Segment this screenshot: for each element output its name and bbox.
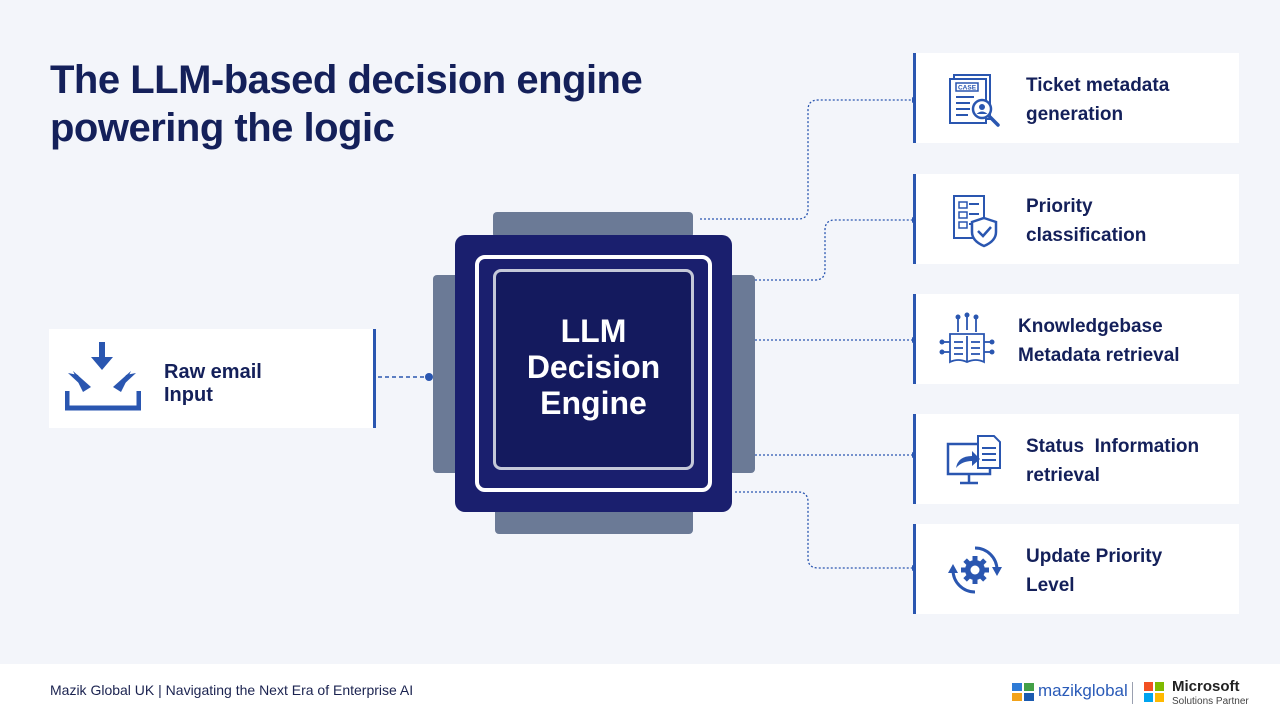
output-label-4-line-1: Status Information: [1026, 436, 1200, 457]
output-label-5-line-1: Update Priority: [1026, 546, 1163, 567]
footer: Mazik Global UK | Navigating the Next Er…: [0, 664, 1280, 720]
page-title: The LLM-based decision engine powering t…: [50, 56, 750, 152]
logo-divider: [1132, 682, 1133, 704]
output-label-4: Status Information retrieval: [1026, 432, 1236, 490]
output-label-4-line-2: retrieval: [1026, 465, 1100, 486]
microsoft-logo-name: Microsoft: [1172, 678, 1240, 695]
inbox-download-icon: [65, 342, 141, 411]
monitor-document-share-icon: [946, 435, 1001, 485]
engine-label-line-3: Engine: [540, 385, 647, 421]
output-card-status-information: Status Information retrieval: [913, 414, 1239, 504]
output-label-3-line-2: Metadata retrieval: [1018, 345, 1180, 366]
output-card-knowledgebase: Knowledgebase Metadata retrieval: [913, 294, 1239, 384]
microsoft-logo-sub: Solutions Partner: [1172, 696, 1249, 707]
case-document-search-icon: CASE: [949, 74, 1000, 127]
book-circuit-icon: [939, 312, 995, 364]
engine-label: LLM Decision Engine: [455, 313, 732, 421]
connector-5: [735, 491, 912, 569]
mazik-logo-icon: [1012, 683, 1034, 701]
input-label: Raw email Input: [164, 361, 262, 407]
input-card: Raw email Input: [49, 329, 376, 428]
document-shield-check-icon: [953, 195, 998, 248]
output-label-3-line-1: Knowledgebase: [1018, 316, 1163, 337]
input-connector-dot: [425, 373, 433, 381]
input-label-line-2: Input: [164, 384, 213, 406]
output-card-update-priority: Update Priority Level: [913, 524, 1239, 614]
output-label-5-line-2: Level: [1026, 575, 1075, 596]
output-label-5: Update Priority Level: [1026, 542, 1236, 600]
chip-pin-bottom: [495, 508, 693, 534]
case-icon-text: CASE: [958, 85, 977, 92]
output-label-2: Priority classification: [1026, 192, 1236, 250]
chip-pin-right: [729, 275, 755, 473]
output-label-1: Ticket metadata generation: [1026, 71, 1236, 129]
connector-1: [700, 99, 912, 220]
input-label-line-1: Raw email: [164, 361, 262, 383]
chip-pin-left: [433, 275, 459, 473]
engine-label-line-1: LLM: [560, 313, 627, 349]
chip-outer-ring: [475, 255, 712, 492]
output-label-2-line-1: Priority: [1026, 196, 1093, 217]
output-label-1-line-2: generation: [1026, 104, 1124, 125]
connector-2: [735, 219, 912, 281]
output-card-ticket-metadata: CASE Ticket metadata generation: [913, 53, 1239, 143]
output-label-1-line-1: Ticket metadata: [1026, 75, 1170, 96]
llm-chip: LLM Decision Engine: [455, 235, 732, 512]
output-card-priority-classification: Priority classification: [913, 174, 1239, 264]
title-line-1: The LLM-based decision engine: [50, 58, 643, 102]
output-label-2-line-2: classification: [1026, 225, 1147, 246]
output-label-3: Knowledgebase Metadata retrieval: [1018, 312, 1228, 370]
mazik-logo-text: mazikglobal: [1038, 681, 1128, 700]
chip-inner-ring: [493, 269, 694, 470]
title-line-2: powering the logic: [50, 106, 395, 150]
footer-text: Mazik Global UK | Navigating the Next Er…: [50, 682, 414, 698]
microsoft-logo-icon: [1144, 682, 1164, 702]
engine-label-line-2: Decision: [526, 349, 661, 385]
chip-pin-top: [493, 212, 693, 238]
gear-refresh-icon: [948, 546, 1002, 594]
